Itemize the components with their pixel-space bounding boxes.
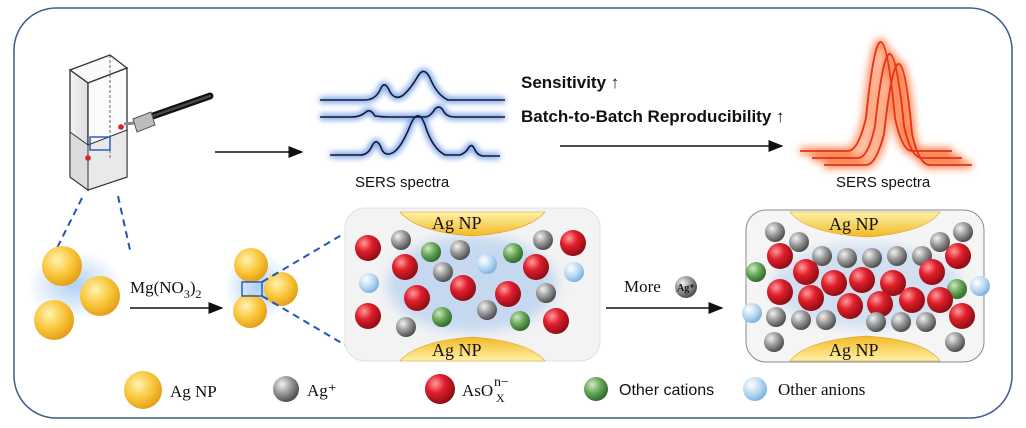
zoom-line-top [261, 232, 346, 283]
laser-probe-icon [123, 92, 214, 133]
hotspot-panel-middle: Ag NP Ag NP [344, 207, 601, 362]
outer-frame [13, 7, 1013, 419]
np-label-bottom-right: Ag NP [829, 340, 879, 360]
np-label-top-right: Ag NP [829, 214, 879, 234]
legend-arsenate-icon [425, 374, 455, 404]
red-dot-1 [118, 124, 124, 130]
legend-ag-ion-label: Ag⁺ [307, 381, 337, 400]
legend-other-anions-label: Other anions [778, 380, 865, 399]
reproducibility-text: Batch-to-Batch Reproducibility ↑ [521, 107, 785, 126]
red-dot-2 [85, 155, 91, 161]
sers-spectra-left [320, 68, 505, 159]
np-label-bottom: Ag NP [432, 340, 482, 360]
legend-ag-np-icon [124, 371, 162, 409]
np-cap-top [399, 211, 546, 237]
cuvette-illustration [68, 54, 129, 192]
more-ag-ion-label: Ag⁺ [677, 283, 695, 294]
hotspot-zoom-box [241, 281, 263, 297]
spectra-left-label: SERS spectra [355, 174, 450, 191]
legend-ag-ion-icon [273, 376, 299, 402]
cuvette-zoom-box [89, 136, 111, 151]
zoom-line-right [117, 195, 131, 251]
legend-other-cations-icon [584, 377, 608, 401]
zoom-line-bottom [261, 295, 346, 346]
np-label-top: Ag NP [432, 213, 482, 233]
reagent-label: Mg(NO3)2 [130, 278, 202, 301]
ag-ion-icon [675, 276, 697, 298]
hotspot-panel-right: Ag NP Ag NP [742, 209, 990, 363]
sensitivity-text: Sensitivity ↑ [521, 73, 619, 92]
legend-other-cations-label: Other cations [619, 382, 714, 399]
zoom-line-left [55, 197, 83, 251]
panel-right-particles [742, 222, 990, 352]
more-label: More [624, 277, 661, 296]
np-cap-bottom-right [789, 335, 941, 362]
np-cap-bottom [399, 336, 546, 362]
np-cluster-aggregated [224, 248, 298, 328]
legend-ag-np-label: Ag NP [170, 382, 217, 401]
sers-spectra-right [800, 38, 972, 169]
legend-other-anions-icon [743, 377, 767, 401]
np-cluster-initial [27, 246, 123, 340]
spectra-right-label: SERS spectra [836, 174, 931, 191]
panel-middle-particles [355, 230, 586, 337]
np-cap-top-right [789, 211, 941, 238]
